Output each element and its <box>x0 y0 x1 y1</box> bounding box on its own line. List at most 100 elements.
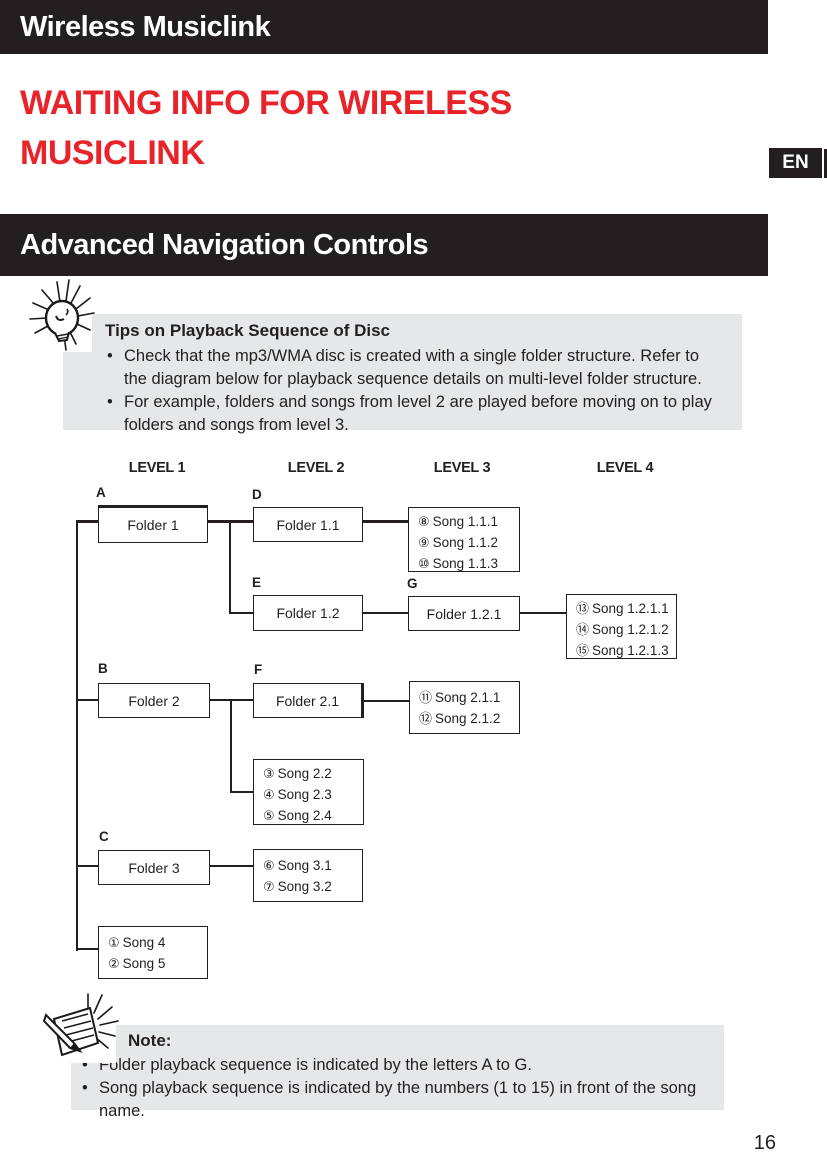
song-name: Song 1.2.1.2 <box>592 622 669 637</box>
folder-box-1-2-1: Folder 1.2.1 <box>408 596 520 631</box>
song-number: ⑪ <box>419 691 433 706</box>
folder-letter-d: D <box>252 487 262 502</box>
song-name: Song 1.1.3 <box>432 556 498 571</box>
connector-line <box>229 521 231 614</box>
song-name: Song 2.2 <box>277 766 332 781</box>
connector-line <box>76 948 98 950</box>
song-name: Song 2.1.2 <box>435 711 501 726</box>
folder-letter-b: B <box>98 661 108 676</box>
song-number: ⑮ <box>576 644 590 659</box>
song-name: Song 5 <box>122 956 166 971</box>
connector-line <box>362 612 408 614</box>
light-bulb-icon <box>29 279 95 352</box>
page-title-line-1: WAITING INFO FOR WIRELESS <box>20 84 512 122</box>
song-number: ① <box>108 936 120 951</box>
level-header-1: LEVEL 1 <box>128 460 186 476</box>
song-name: Song 4 <box>122 935 166 950</box>
connector-line <box>230 791 253 793</box>
connector-line <box>76 699 98 701</box>
tips-panel: Tips on Playback Sequence of Disc Check … <box>63 314 742 434</box>
folder-letter-a: A <box>96 485 106 500</box>
song-name: Song 1.2.1.1 <box>592 601 669 616</box>
connector-line <box>362 520 408 523</box>
folder-letter-c: C <box>99 829 109 844</box>
page-number: 16 <box>753 1132 776 1154</box>
note-title: Note: <box>128 1031 172 1050</box>
song-name: Song 1.2.1.3 <box>592 643 669 658</box>
folder-letter-g: G <box>407 576 418 591</box>
note-bullet-item: Song playback sequence is indicated by t… <box>82 1077 712 1123</box>
connector-trunk <box>76 521 78 951</box>
song-name: Song 1.1.2 <box>432 535 498 550</box>
section-title: Advanced Navigation Controls <box>20 229 429 261</box>
connector-line <box>76 865 98 867</box>
connector-line <box>209 865 253 867</box>
folder-box-2-1: Folder 2.1 <box>253 683 364 718</box>
folder-letter-e: E <box>252 575 262 590</box>
folder-box-2: Folder 2 <box>98 683 210 718</box>
song-name: Song 3.1 <box>277 858 332 873</box>
song-name: Song 1.1.1 <box>432 514 498 529</box>
song-number: ③ <box>263 767 275 782</box>
song-name: Song 2.3 <box>277 787 332 802</box>
folder-box-1-1: Folder 1.1 <box>253 507 363 542</box>
song-number: ⑨ <box>418 536 430 551</box>
song-number: ⑦ <box>263 880 275 895</box>
song-number: ⑭ <box>576 623 590 638</box>
connector-line <box>519 612 566 614</box>
folder-letter-f: F <box>254 662 263 677</box>
folder-box-1: Folder 1 <box>98 505 208 543</box>
tips-bullet-item: For example, folders and songs from leve… <box>107 391 719 437</box>
level-header-2: LEVEL 2 <box>287 460 345 476</box>
section-header-bar: Advanced Navigation Controls <box>0 214 768 276</box>
song-number: ② <box>108 957 120 972</box>
tips-title: Tips on Playback Sequence of Disc <box>105 321 391 340</box>
tips-bullet-item: Check that the mp3/WMA disc is created w… <box>107 345 719 391</box>
app-header-bar: Wireless Musiclink <box>0 0 768 54</box>
connector-line <box>363 700 409 702</box>
song-number: ⑫ <box>419 712 433 727</box>
level-header-4: LEVEL 4 <box>596 460 654 476</box>
note-bullet-item: Folder playback sequence is indicated by… <box>82 1054 712 1077</box>
song-name: Song 3.2 <box>277 879 332 894</box>
level-header-3: LEVEL 3 <box>433 460 491 476</box>
note-pencil-icon <box>42 993 119 1063</box>
tips-bullet-list: Check that the mp3/WMA disc is created w… <box>107 345 719 437</box>
language-badge: EN <box>769 148 822 178</box>
song-name: Song 2.1.1 <box>435 690 501 705</box>
header-title: Wireless Musiclink <box>20 11 271 43</box>
connector-line <box>230 700 232 793</box>
song-number: ⑬ <box>576 602 590 617</box>
song-number: ④ <box>263 788 275 803</box>
page-title-line-2: MUSICLINK <box>20 134 205 172</box>
note-bullet-list: Folder playback sequence is indicated by… <box>82 1054 712 1123</box>
song-number: ⑥ <box>263 859 275 874</box>
song-number: ⑩ <box>418 557 430 572</box>
connector-line <box>76 520 98 523</box>
folder-box-3: Folder 3 <box>98 850 210 885</box>
song-number: ⑧ <box>418 515 430 530</box>
connector-line <box>229 612 253 614</box>
folder-box-1-2: Folder 1.2 <box>253 595 363 631</box>
song-number: ⑤ <box>263 809 275 824</box>
